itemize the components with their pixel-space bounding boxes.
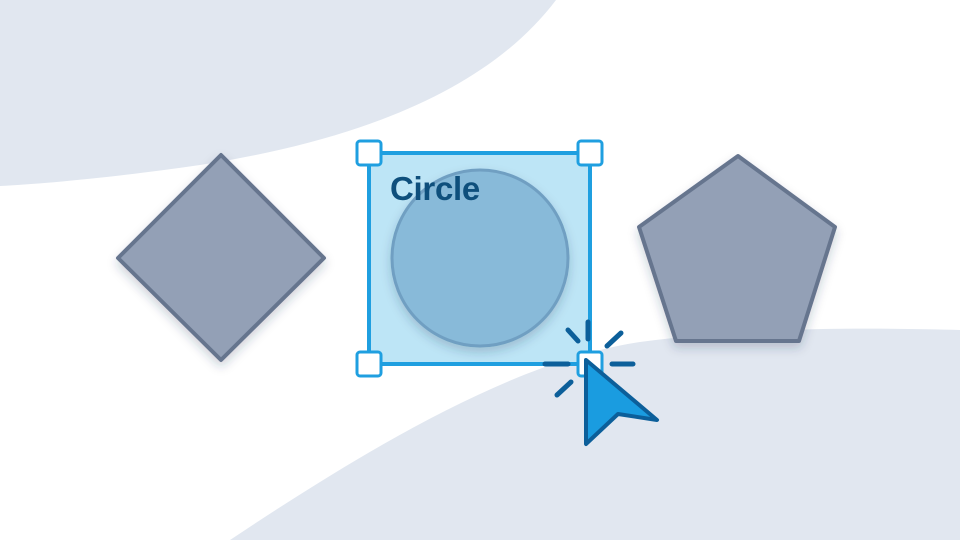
resize-handle-bottom-left[interactable] — [355, 350, 383, 378]
resize-handle-top-left[interactable] — [355, 139, 383, 167]
circle-shape[interactable] — [390, 168, 570, 348]
resize-handle-top-right[interactable] — [576, 139, 604, 167]
selection-label: Circle — [390, 170, 480, 207]
background-blob-top — [0, 0, 556, 186]
diamond-shape[interactable] — [116, 153, 326, 362]
arrow-cursor-icon — [584, 358, 659, 446]
click-burst-icon — [542, 319, 636, 398]
selection-outline — [367, 151, 592, 366]
pentagon-shape[interactable] — [637, 154, 837, 343]
